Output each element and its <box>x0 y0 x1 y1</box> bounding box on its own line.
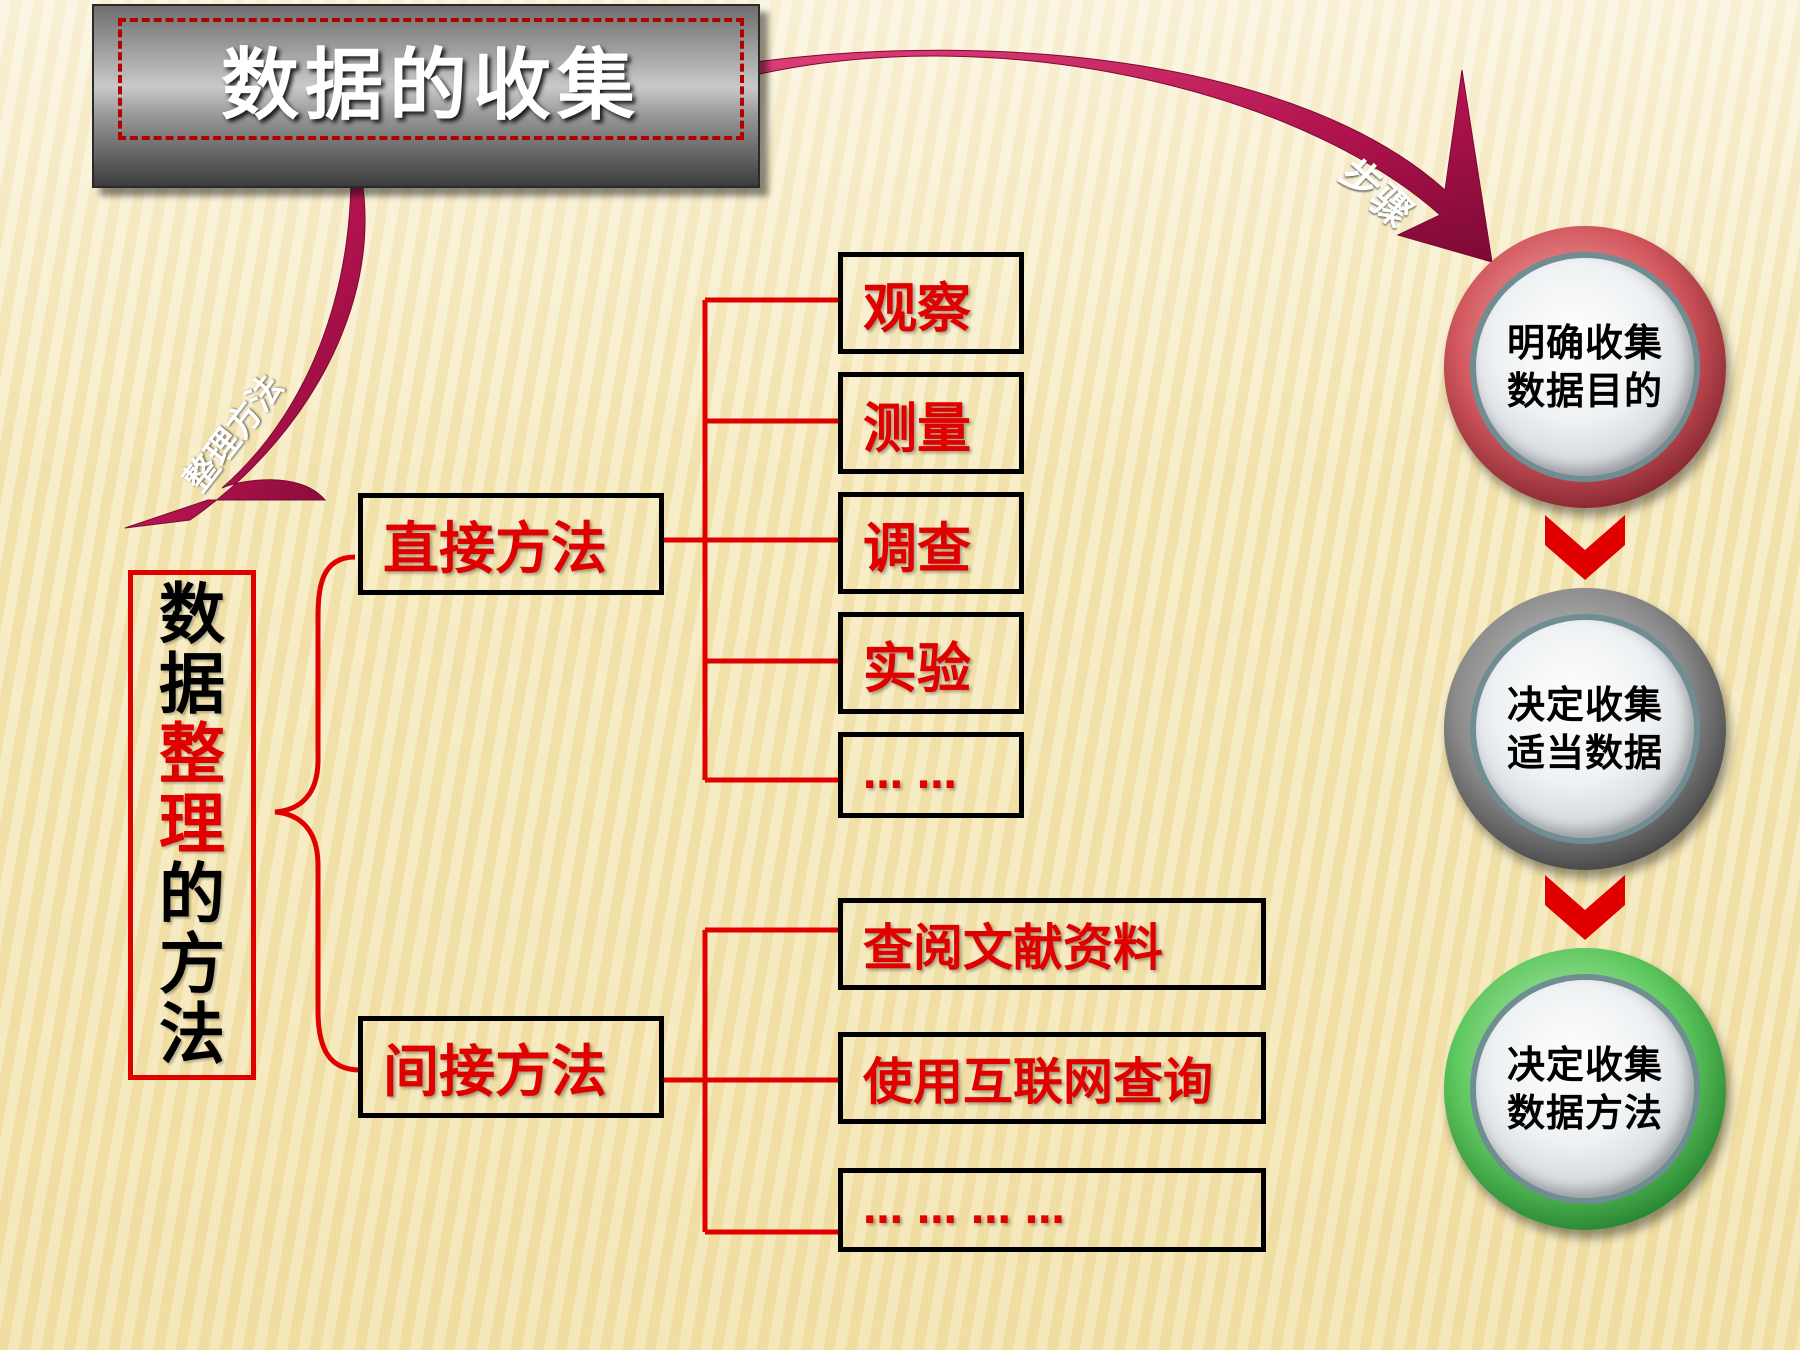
direct-method-label: 直接方法 <box>383 516 607 582</box>
indirect-method-box: 间接方法 <box>358 1016 664 1118</box>
main-label-char: 法 <box>159 996 225 1073</box>
page-title: 数据的收集 <box>220 41 641 131</box>
indirect-item-literature: 查阅文献资料 <box>838 898 1266 990</box>
title-dashed-frame: 数据的收集 <box>118 18 744 140</box>
direct-item-label: … … <box>863 752 957 798</box>
step-circle-face: 决定收集 数据方法 <box>1476 980 1694 1198</box>
indirect-item-more: … … … … <box>838 1168 1266 1252</box>
title-box: 数据的收集 <box>92 4 760 188</box>
indirect-item-label: … … … … <box>863 1187 1065 1233</box>
main-label-char: 据 <box>159 646 225 723</box>
direct-item-experiment: 实验 <box>838 612 1024 714</box>
main-label-char: 数 <box>159 576 225 653</box>
main-label-char: 方 <box>159 926 225 1003</box>
main-label-box: 数 据 整 理 的 方 法 <box>128 570 256 1080</box>
step-circle-face: 决定收集 适当数据 <box>1476 620 1694 838</box>
steps-curved-arrow <box>754 49 1493 263</box>
direct-item-label: 调查 <box>863 516 971 580</box>
main-label-char-highlight: 理 <box>159 786 225 863</box>
step-line: 决定收集 <box>1506 683 1663 727</box>
method-curved-arrow <box>124 134 366 529</box>
main-brace <box>274 554 361 1073</box>
step-circle-face: 明确收集 数据目的 <box>1476 258 1694 476</box>
step-line: 数据目的 <box>1506 369 1663 413</box>
direct-method-box: 直接方法 <box>358 493 664 595</box>
step-line: 适当数据 <box>1506 731 1663 775</box>
indirect-item-label: 查阅文献资料 <box>863 919 1163 977</box>
direct-item-more: … … <box>838 732 1024 818</box>
step-chevron-1 <box>1545 515 1625 580</box>
main-label-char-highlight: 整 <box>159 716 225 793</box>
direct-item-label: 实验 <box>863 636 971 700</box>
step-chevron-2 <box>1545 875 1625 940</box>
direct-item-label: 观察 <box>863 276 971 340</box>
step-circle-3: 决定收集 数据方法 <box>1444 948 1726 1230</box>
step-circle-2: 决定收集 适当数据 <box>1444 588 1726 870</box>
step-circle-1: 明确收集 数据目的 <box>1444 226 1726 508</box>
step-line: 决定收集 <box>1506 1043 1663 1087</box>
step-line: 明确收集 <box>1506 321 1663 365</box>
indirect-method-label: 间接方法 <box>383 1039 607 1105</box>
indirect-item-label: 使用互联网查询 <box>863 1053 1213 1111</box>
direct-item-measure: 测量 <box>838 372 1024 474</box>
direct-item-survey: 调查 <box>838 492 1024 594</box>
direct-item-observe: 观察 <box>838 252 1024 354</box>
indirect-item-internet: 使用互联网查询 <box>838 1032 1266 1124</box>
direct-item-label: 测量 <box>863 396 971 460</box>
step-line: 数据方法 <box>1506 1091 1663 1135</box>
main-label-char: 的 <box>159 856 225 933</box>
